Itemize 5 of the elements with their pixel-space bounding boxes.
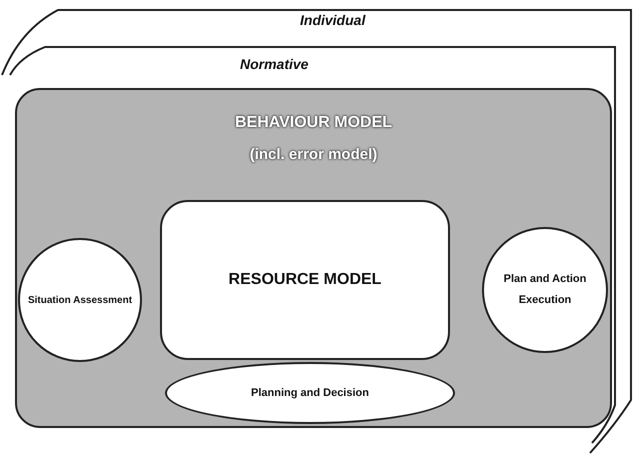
panel-heading: BEHAVIOUR MODEL bbox=[234, 114, 394, 132]
frame-label: Normative bbox=[240, 56, 308, 72]
frame-label: Individual bbox=[300, 12, 366, 28]
panel-heading: (incl. error model) bbox=[248, 146, 378, 163]
model-box: RESOURCE MODEL bbox=[160, 200, 450, 360]
